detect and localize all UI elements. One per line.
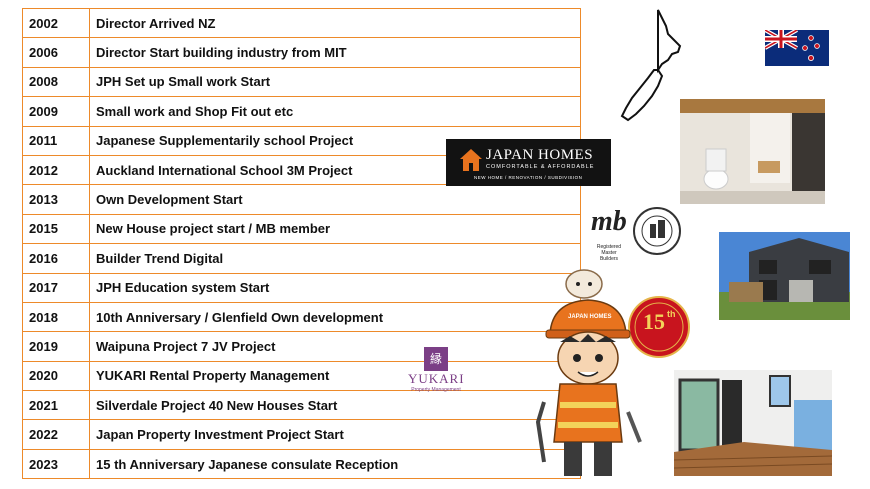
mb-letters: mb xyxy=(591,206,627,237)
timeline-year: 2021 xyxy=(22,390,90,421)
house-exterior-photo xyxy=(719,232,850,320)
new-zealand-map-icon xyxy=(618,8,682,122)
timeline-year: 2013 xyxy=(22,184,90,215)
mb-caption: Registered Master Builders xyxy=(596,244,622,262)
timeline-year: 2023 xyxy=(22,448,90,480)
house-mark-icon xyxy=(460,149,482,171)
timeline-event: Silverdale Project 40 New Houses Start xyxy=(89,390,581,421)
new-zealand-flag-icon xyxy=(764,28,829,66)
licensed-building-practitioner-seal-icon xyxy=(632,206,682,256)
yukari-name: YUKARI xyxy=(408,371,465,386)
timeline-year: 2017 xyxy=(22,272,90,303)
timeline-event: Director Arrived NZ xyxy=(89,7,581,39)
timeline-year: 2020 xyxy=(22,360,90,392)
timeline-year: 2018 xyxy=(22,301,90,333)
timeline-year: 2002 xyxy=(22,7,90,39)
timeline-year: 2015 xyxy=(22,213,90,245)
mascot-helmet-text: JAPAN HOMES xyxy=(568,314,612,320)
yukari-caption: Property Management xyxy=(411,387,461,393)
bathroom-photo xyxy=(680,99,825,204)
timeline-year: 2008 xyxy=(22,66,90,98)
timeline-event: Japan Property Investment Project Start xyxy=(89,419,581,450)
japan-homes-services: NEW HOME / RENOVATION / SUBDIVISION xyxy=(474,175,583,180)
timeline-event: JPH Set up Small work Start xyxy=(89,66,581,98)
timeline-event: Director Start building industry from MI… xyxy=(89,37,581,68)
badge-number: 15 xyxy=(643,309,665,334)
timeline-event: 10th Anniversary / Glenfield Own develop… xyxy=(89,301,581,333)
yukari-kanji: 縁 xyxy=(424,347,448,371)
timeline-year: 2022 xyxy=(22,419,90,450)
timeline-event: Own Development Start xyxy=(89,184,581,215)
badge-suffix: th xyxy=(667,309,676,319)
timeline-year: 2009 xyxy=(22,96,90,127)
interior-photo xyxy=(674,370,832,476)
japan-homes-title: JAPAN HOMES xyxy=(486,147,594,163)
timeline-event: JPH Education system Start xyxy=(89,272,581,303)
timeline-event: Small work and Shop Fit out etc xyxy=(89,96,581,127)
timeline-event: New House project start / MB member xyxy=(89,213,581,245)
timeline-event: Builder Trend Digital xyxy=(89,243,581,274)
japan-homes-logo: JAPAN HOMES COMFORTABLE & AFFORDABLE NEW… xyxy=(446,139,611,186)
timeline-year: 2011 xyxy=(22,125,90,156)
timeline-event: Waipuna Project 7 JV Project xyxy=(89,331,581,362)
japan-homes-tagline: COMFORTABLE & AFFORDABLE xyxy=(486,164,595,170)
timeline-year: 2016 xyxy=(22,243,90,274)
timeline-year: 2012 xyxy=(22,154,90,186)
timeline-year: 2006 xyxy=(22,37,90,68)
anniversary-badge: 15 th xyxy=(627,295,691,359)
timeline-year: 2019 xyxy=(22,331,90,362)
master-builders-logo: mb Registered Master Builders xyxy=(589,206,629,262)
timeline-event: YUKARI Rental Property Management xyxy=(89,360,581,392)
mascot-character-illustration: JAPAN HOMES xyxy=(530,262,650,484)
timeline-event: 15 th Anniversary Japanese consulate Rec… xyxy=(89,448,581,480)
yukari-logo: 縁 YUKARI Property Management xyxy=(408,345,464,397)
